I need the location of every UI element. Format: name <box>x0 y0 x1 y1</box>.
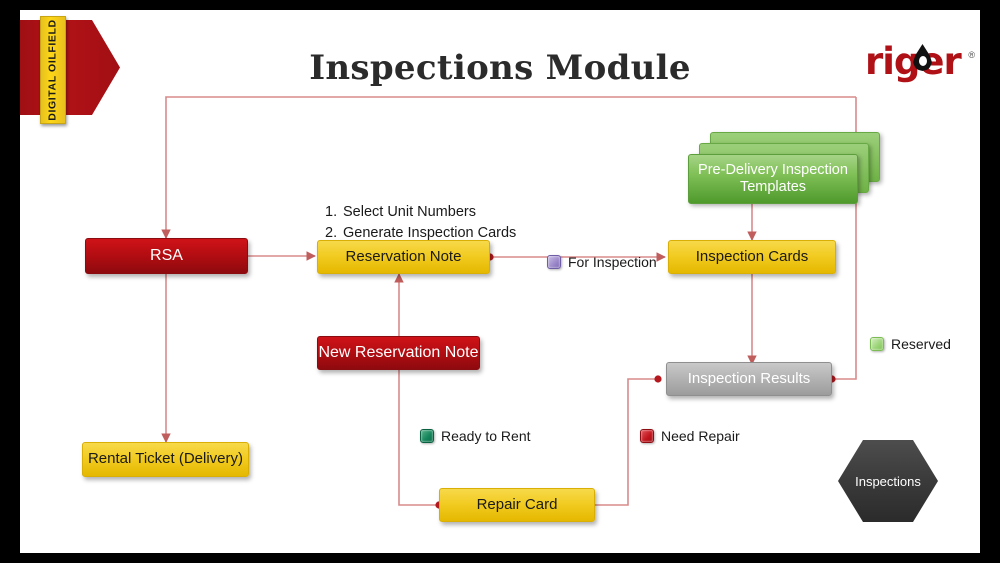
node-repair-card-label: Repair Card <box>476 495 558 513</box>
node-repair-card[interactable]: Repair Card <box>439 488 595 522</box>
node-new-reservation-note-label: New Reservation Note <box>318 344 479 362</box>
node-rental-ticket-label: Rental Ticket (Delivery) <box>87 450 244 468</box>
step-number-2: 2. <box>325 225 338 242</box>
legend-ready-to-rent-label: Ready to Rent <box>441 428 531 444</box>
ribbon-label: DIGITAL OILFIELD <box>40 16 66 124</box>
legend-for-inspection: For Inspection <box>547 254 657 270</box>
edge-repair-card-ready-to-rent <box>394 273 439 506</box>
step-label-2: Generate Inspection Cards <box>343 225 517 242</box>
node-pre-delivery-inspection-templates[interactable]: Pre-Delivery Inspection Templates <box>688 132 880 204</box>
step-item-2: 2. Generate Inspection Cards <box>325 223 516 244</box>
brand-ribbon: DIGITAL OILFIELD <box>20 16 140 125</box>
steps-list: 1. Select Unit Numbers 2. Generate Inspect… <box>325 202 516 244</box>
node-templates-label: Pre-Delivery Inspection Templates <box>698 162 848 195</box>
legend-ready-to-rent: Ready to Rent <box>420 428 531 444</box>
node-rsa-label: RSA <box>150 247 183 265</box>
logo-wordmark: riger <box>865 40 962 83</box>
node-inspection-cards[interactable]: Inspection Cards <box>668 240 836 274</box>
registered-mark: ® <box>968 50 975 60</box>
templates-stack-card-front[interactable]: Pre-Delivery Inspection Templates <box>688 154 858 204</box>
oil-drop-hole <box>919 56 927 66</box>
node-new-reservation-note[interactable]: New Reservation Note <box>317 336 480 370</box>
legend-need-repair: Need Repair <box>640 428 740 444</box>
node-inspections-hexagon-label: Inspections <box>855 473 921 489</box>
node-reservation-note-label: Reservation Note <box>345 247 462 265</box>
node-inspections-hexagon[interactable]: Inspections <box>838 440 938 522</box>
node-rental-ticket[interactable]: Rental Ticket (Delivery) <box>82 442 249 477</box>
node-inspection-results[interactable]: Inspection Results <box>666 362 832 396</box>
edge-dot-results-left <box>654 375 662 383</box>
legend-for-inspection-label: For Inspection <box>568 254 657 270</box>
for-inspection-chip-icon <box>547 255 561 269</box>
node-inspection-cards-label: Inspection Cards <box>695 247 809 265</box>
node-inspection-results-label: Inspection Results <box>687 369 811 387</box>
node-rsa[interactable]: RSA <box>85 238 248 274</box>
legend-need-repair-label: Need Repair <box>661 428 740 444</box>
legend-reserved: Reserved <box>870 336 951 352</box>
riger-logo: riger ® <box>865 42 975 90</box>
node-reservation-note[interactable]: Reservation Note <box>317 240 490 274</box>
page-title: Inspections Module <box>309 48 691 88</box>
legend-reserved-label: Reserved <box>891 336 951 352</box>
step-label-1: Select Unit Numbers <box>343 204 476 220</box>
reserved-chip-icon <box>870 337 884 351</box>
step-number-1: 1. <box>325 204 338 220</box>
ready-to-rent-chip-icon <box>420 429 434 443</box>
step-item-1: 1. Select Unit Numbers <box>325 202 516 223</box>
slide-canvas: DIGITAL OILFIELD Inspections Module rige… <box>20 10 980 553</box>
need-repair-chip-icon <box>640 429 654 443</box>
